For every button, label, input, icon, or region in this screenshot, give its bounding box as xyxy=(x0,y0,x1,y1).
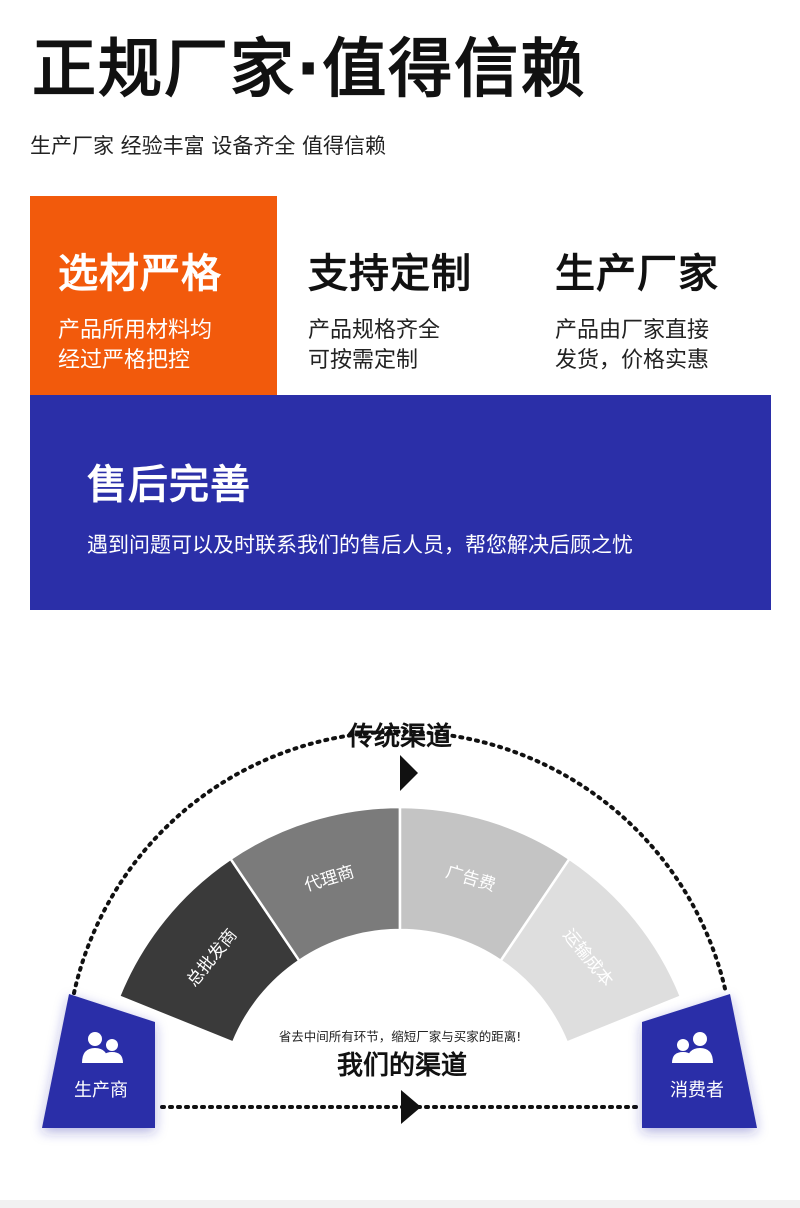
our-channel-label: 我们的渠道 xyxy=(337,1050,467,1081)
line-arrow-icon xyxy=(401,1090,421,1124)
feature-desc-line: 发货，价格实惠 xyxy=(555,348,710,373)
feature-desc-line: 产品所用材料均 xyxy=(58,318,213,343)
consumer-label: 消费者 xyxy=(670,1080,724,1101)
feature-title: 选材严格 xyxy=(58,251,222,297)
feature-desc-line: 经过严格把控 xyxy=(58,348,191,373)
people-icon xyxy=(672,1032,713,1063)
channel-note: 省去中间所有环节，缩短厂家与买家的距离! xyxy=(279,1029,522,1044)
producer-label: 生产商 xyxy=(74,1080,128,1101)
page-title: 正规厂家·值得信赖 xyxy=(32,33,587,107)
feature-desc: 产品所用材料均 经过严格把控 xyxy=(58,316,277,376)
dotted-arc xyxy=(72,729,728,995)
traditional-channel-label: 传统渠道 xyxy=(347,721,452,752)
feature-card-custom: 支持定制 产品规格齐全 可按需定制 xyxy=(308,196,538,396)
feature-desc: 产品由厂家直接 发货，价格实惠 xyxy=(555,316,785,376)
feature-title: 生产厂家 xyxy=(555,251,719,297)
page-subtitle: 生产厂家 经验丰富 设备齐全 值得信赖 xyxy=(30,134,387,158)
feature-desc-line: 产品规格齐全 xyxy=(308,318,441,343)
channel-diagram: 传统渠道 总批发商代理商广告费运输成本 省去中间所有环节，缩短厂家与买家的距离!… xyxy=(42,721,757,1128)
channel-segments: 总批发商代理商广告费运输成本 xyxy=(117,805,683,1045)
feature-card-factory: 生产厂家 产品由厂家直接 发货，价格实惠 xyxy=(555,196,785,396)
after-sales-desc: 遇到问题可以及时联系我们的售后人员，帮您解决后顾之忧 xyxy=(87,533,633,557)
feature-card-material: 选材严格 产品所用材料均 经过严格把控 xyxy=(30,196,277,396)
feature-desc: 产品规格齐全 可按需定制 xyxy=(308,316,538,376)
feature-desc-line: 产品由厂家直接 xyxy=(555,318,710,343)
feature-title: 支持定制 xyxy=(308,251,472,297)
people-icon xyxy=(82,1032,123,1063)
feature-desc-line: 可按需定制 xyxy=(308,348,419,373)
after-sales-title: 售后完善 xyxy=(87,462,251,508)
bottom-strip xyxy=(0,1200,800,1208)
consumer-box: 消费者 xyxy=(642,994,757,1128)
after-sales-panel: 售后完善 遇到问题可以及时联系我们的售后人员，帮您解决后顾之忧 xyxy=(30,395,771,610)
arch-segment xyxy=(498,857,683,1045)
arc-arrow-icon xyxy=(400,755,418,791)
producer-box: 生产商 xyxy=(42,994,155,1128)
